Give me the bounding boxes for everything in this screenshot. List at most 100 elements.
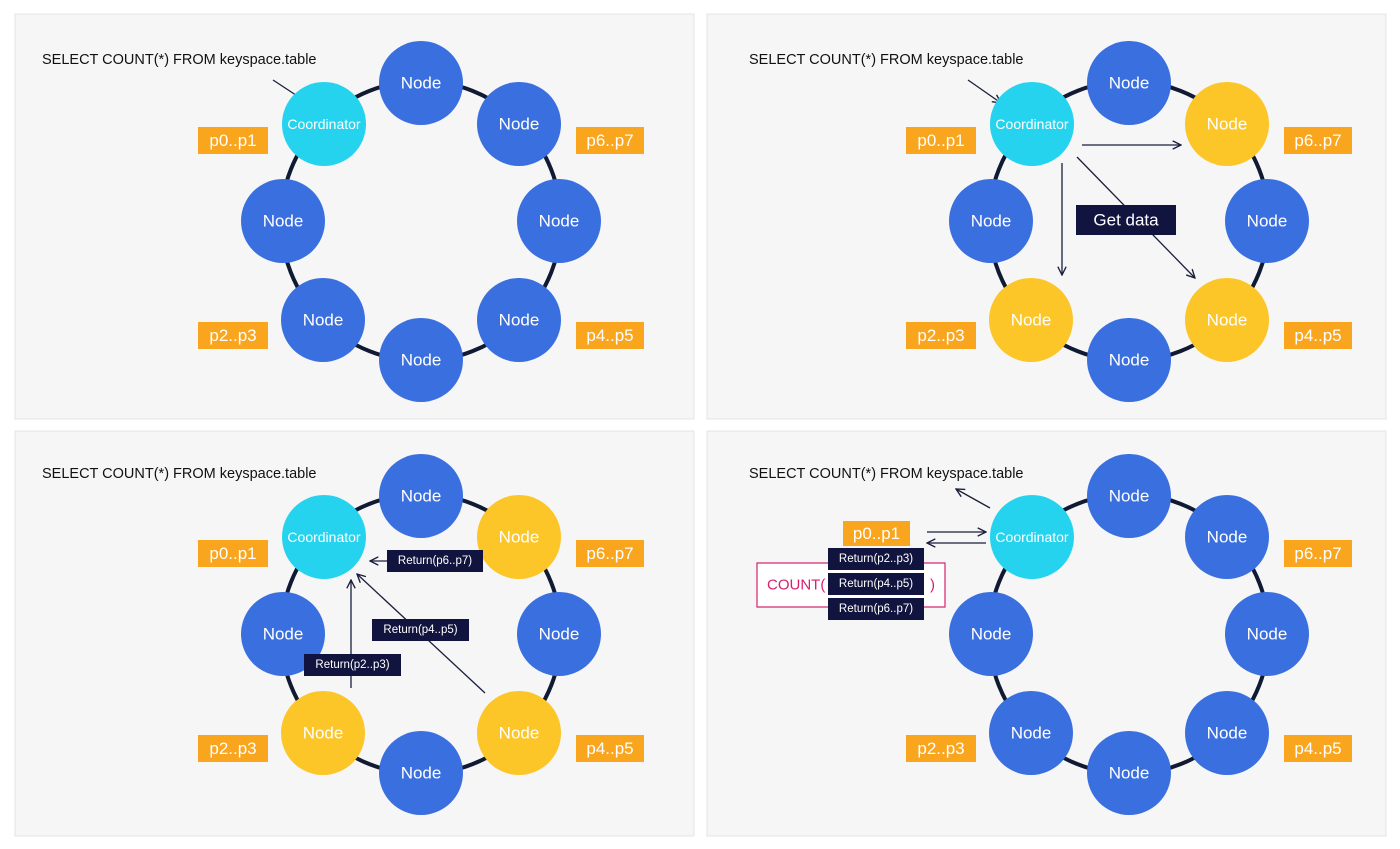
svg-text:Node: Node <box>539 625 580 644</box>
node-ring: Node Node Node Node Node Node Node Coord… <box>949 41 1309 402</box>
range-tag-p4p5: p4..p5 <box>1284 735 1352 762</box>
coordinator-node: Coordinator <box>282 495 366 579</box>
svg-text:Node: Node <box>1207 528 1248 547</box>
node-right: Node <box>517 179 601 263</box>
node-bottom-right: Node <box>477 278 561 362</box>
svg-text:Node: Node <box>1247 212 1288 231</box>
range-tag-p6p7: p6..p7 <box>1284 127 1352 154</box>
svg-text:Return(p4..p5): Return(p4..p5) <box>383 624 457 636</box>
svg-text:Node: Node <box>1207 115 1248 134</box>
svg-text:Return(p2..p3): Return(p2..p3) <box>839 553 913 565</box>
panel-2: SELECT COUNT(*) FROM keyspace.table Node… <box>706 13 1387 420</box>
node-ring: Node Node Node Node Node Node Node Coord… <box>949 454 1309 815</box>
node-top: Node <box>379 454 463 538</box>
query-arrow <box>967 79 1001 103</box>
svg-text:Node: Node <box>401 351 442 370</box>
svg-text:Node: Node <box>1207 724 1248 743</box>
svg-text:Return(p6..p7): Return(p6..p7) <box>839 603 913 615</box>
node-top: Node <box>379 41 463 125</box>
node-top: Node <box>1087 41 1171 125</box>
range-tag-p6p7: p6..p7 <box>1284 540 1352 567</box>
svg-text:Node: Node <box>1247 625 1288 644</box>
range-tag-p2p3: p2..p3 <box>906 735 976 762</box>
node-bottom-left-highlighted: Node <box>989 278 1073 362</box>
range-tag-p0p1: p0..p1 <box>906 127 976 154</box>
range-tag-p4p5: p4..p5 <box>1284 322 1352 349</box>
svg-text:Node: Node <box>499 724 540 743</box>
svg-text:p6..p7: p6..p7 <box>1294 544 1341 563</box>
svg-text:Return(p6..p7): Return(p6..p7) <box>398 555 472 567</box>
svg-text:p2..p3: p2..p3 <box>917 739 964 758</box>
node-ring: Node Node Node Node Node Node Node Coord… <box>241 41 601 402</box>
svg-text:Node: Node <box>971 212 1012 231</box>
svg-text:Node: Node <box>1011 724 1052 743</box>
node-bottom-right: Node <box>1185 691 1269 775</box>
svg-text:Return(p4..p5): Return(p4..p5) <box>839 578 913 590</box>
svg-text:Node: Node <box>1011 311 1052 330</box>
svg-text:p2..p3: p2..p3 <box>209 326 256 345</box>
query-text: SELECT COUNT(*) FROM keyspace.table <box>42 52 317 68</box>
svg-text:Node: Node <box>1109 764 1150 783</box>
node-bottom: Node <box>1087 318 1171 402</box>
node-top-right: Node <box>477 82 561 166</box>
svg-text:p2..p3: p2..p3 <box>917 326 964 345</box>
node-right: Node <box>1225 179 1309 263</box>
svg-text:p4..p5: p4..p5 <box>1294 326 1341 345</box>
node-bottom: Node <box>1087 731 1171 815</box>
panel-1: SELECT COUNT(*) FROM keyspace.table Node… <box>14 13 695 420</box>
svg-text:p4..p5: p4..p5 <box>586 739 633 758</box>
svg-text:Node: Node <box>1109 351 1150 370</box>
node-ring: Node Node Node Node Node Node Node Coord… <box>241 454 601 815</box>
coordinator-node: Coordinator <box>990 495 1074 579</box>
svg-text:Node: Node <box>1207 311 1248 330</box>
svg-text:p0..p1: p0..p1 <box>853 524 900 543</box>
return-label-p2p3: Return(p2..p3) <box>304 654 401 676</box>
svg-text:Node: Node <box>1109 74 1150 93</box>
svg-text:Coordinator: Coordinator <box>287 116 360 132</box>
node-bottom-right-highlighted: Node <box>1185 278 1269 362</box>
svg-text:p4..p5: p4..p5 <box>1294 739 1341 758</box>
range-tag-p4p5: p4..p5 <box>576 322 644 349</box>
node-top-right: Node <box>1185 495 1269 579</box>
svg-text:Node: Node <box>263 212 304 231</box>
node-left: Node <box>949 179 1033 263</box>
svg-text:p0..p1: p0..p1 <box>209 544 256 563</box>
node-bottom-left-highlighted: Node <box>281 691 365 775</box>
node-right: Node <box>517 592 601 676</box>
svg-text:Node: Node <box>401 487 442 506</box>
result-arrow-to-query <box>956 489 991 509</box>
node-bottom: Node <box>379 731 463 815</box>
range-tag-p6p7: p6..p7 <box>576 540 644 567</box>
svg-text:Node: Node <box>971 625 1012 644</box>
coordinator-node: Coordinator <box>990 82 1074 166</box>
svg-text:Node: Node <box>499 115 540 134</box>
svg-text:p0..p1: p0..p1 <box>209 131 256 150</box>
node-left: Node <box>241 179 325 263</box>
return-label-p6p7: Return(p6..p7) <box>828 598 924 620</box>
panel-4: SELECT COUNT(*) FROM keyspace.table Node… <box>706 430 1387 837</box>
svg-text:Node: Node <box>263 625 304 644</box>
svg-text:Node: Node <box>1109 487 1150 506</box>
svg-text:p6..p7: p6..p7 <box>1294 131 1341 150</box>
range-tag-p2p3: p2..p3 <box>198 322 268 349</box>
query-text: SELECT COUNT(*) FROM keyspace.table <box>749 52 1024 68</box>
svg-text:Node: Node <box>499 311 540 330</box>
svg-text:Coordinator: Coordinator <box>995 116 1068 132</box>
query-text: SELECT COUNT(*) FROM keyspace.table <box>749 466 1024 482</box>
svg-text:p0..p1: p0..p1 <box>917 131 964 150</box>
svg-text:p6..p7: p6..p7 <box>586 544 633 563</box>
svg-text:Node: Node <box>499 528 540 547</box>
query-text: SELECT COUNT(*) FROM keyspace.table <box>42 466 317 482</box>
svg-text:Node: Node <box>401 74 442 93</box>
return-label-p4p5: Return(p4..p5) <box>828 573 924 595</box>
range-tag-p0p1: p0..p1 <box>843 521 910 546</box>
range-tag-p0p1: p0..p1 <box>198 127 268 154</box>
panel-3: SELECT COUNT(*) FROM keyspace.table Node… <box>14 430 695 837</box>
node-bottom: Node <box>379 318 463 402</box>
svg-text:Node: Node <box>539 212 580 231</box>
return-label-p2p3: Return(p2..p3) <box>828 548 924 570</box>
coordinator-node: Coordinator <box>282 82 366 166</box>
return-label-p6p7: Return(p6..p7) <box>387 550 483 572</box>
count-open-label: COUNT( <box>767 577 825 594</box>
